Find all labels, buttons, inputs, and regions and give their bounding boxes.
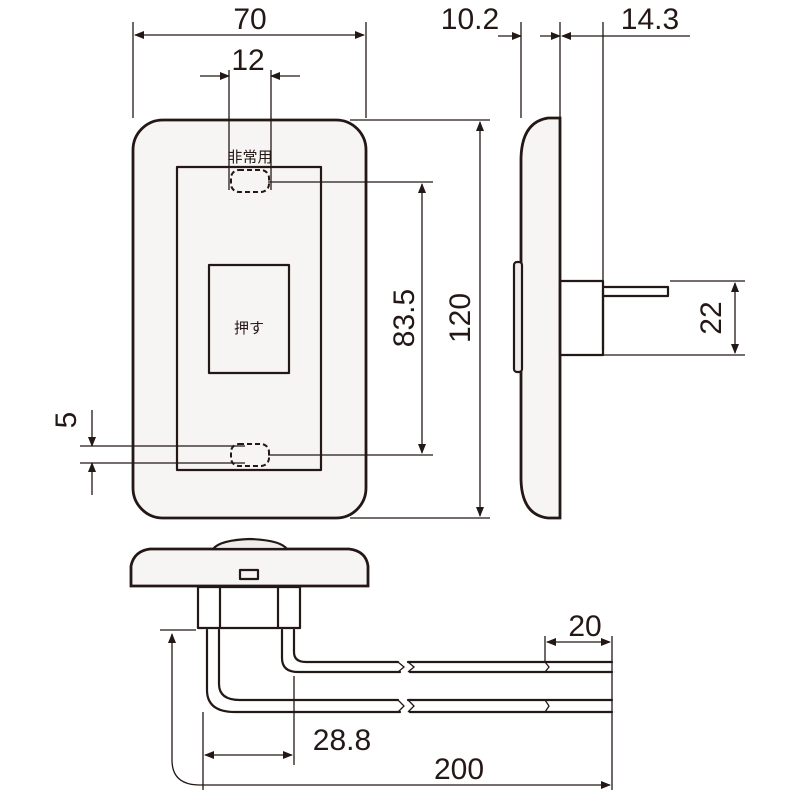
dim-depth-body: 14.3	[621, 3, 679, 36]
dim-line-lead-length	[168, 633, 611, 789]
inner-frame	[175, 165, 323, 472]
dim-body-height: 22	[695, 301, 728, 334]
upper-mounting-hole	[230, 169, 270, 193]
push-button	[207, 263, 291, 375]
lower-mounting-hole	[230, 443, 270, 467]
side-plate-profile	[519, 116, 562, 520]
dim-plate-width: 70	[233, 3, 266, 36]
dim-depth-plate: 10.2	[441, 3, 499, 36]
dim-hole-offset: 5	[50, 412, 83, 429]
side-button-bulge	[512, 260, 524, 374]
dim-button-width: 12	[231, 44, 264, 77]
front-view: 押す 非常用	[131, 118, 368, 520]
lead-dimensions: 20 28.8 200	[160, 610, 613, 790]
side-view	[512, 116, 670, 520]
dim-lead-bend: 28.8	[313, 724, 371, 757]
dim-hole-pitch: 83.5	[388, 289, 421, 347]
emergency-label: 非常用	[227, 148, 272, 166]
dim-lead-strip: 20	[568, 610, 601, 643]
front-dimensions: 70 12 83.5 120 5	[50, 3, 490, 519]
side-dimensions: 10.2 14.3 22	[441, 3, 745, 356]
top-body	[196, 585, 302, 630]
top-view	[129, 537, 370, 630]
side-body	[558, 279, 605, 357]
top-latch	[238, 568, 260, 581]
top-button-bulge	[210, 537, 290, 551]
lead-wire-upper	[280, 628, 614, 674]
dim-plate-height: 120	[444, 293, 477, 343]
cover-plate-outline	[131, 118, 368, 520]
push-button-label: 押す	[234, 319, 264, 337]
top-plate-profile	[129, 547, 370, 588]
dim-lead-length: 200	[434, 753, 484, 786]
side-terminal	[601, 285, 670, 298]
